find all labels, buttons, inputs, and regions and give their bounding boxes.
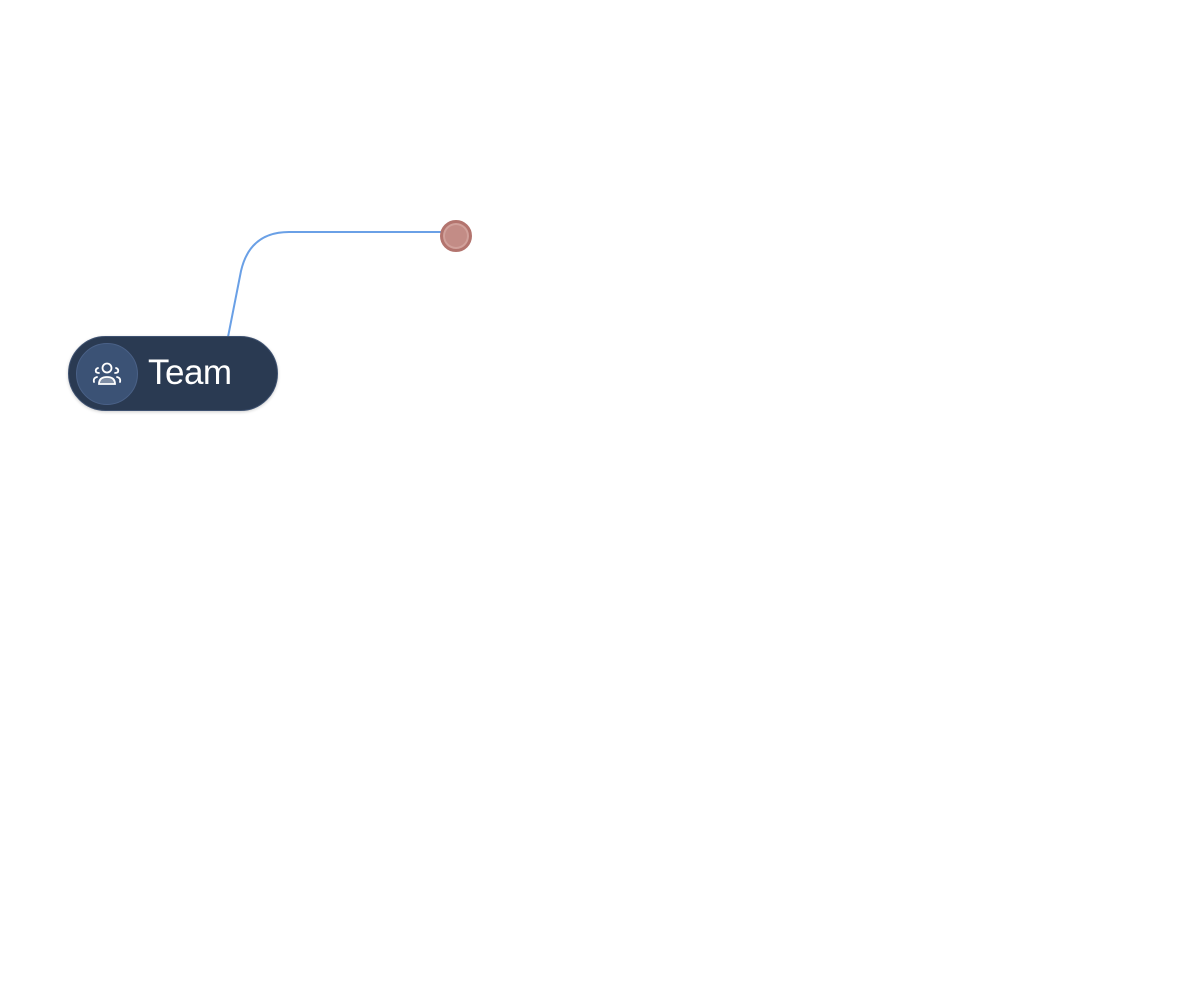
node-label: Team <box>148 353 232 392</box>
connection-handle[interactable] <box>440 220 472 252</box>
connection-edge[interactable] <box>227 231 442 338</box>
users-group-icon <box>76 343 138 405</box>
team-node[interactable]: Team <box>68 336 278 411</box>
